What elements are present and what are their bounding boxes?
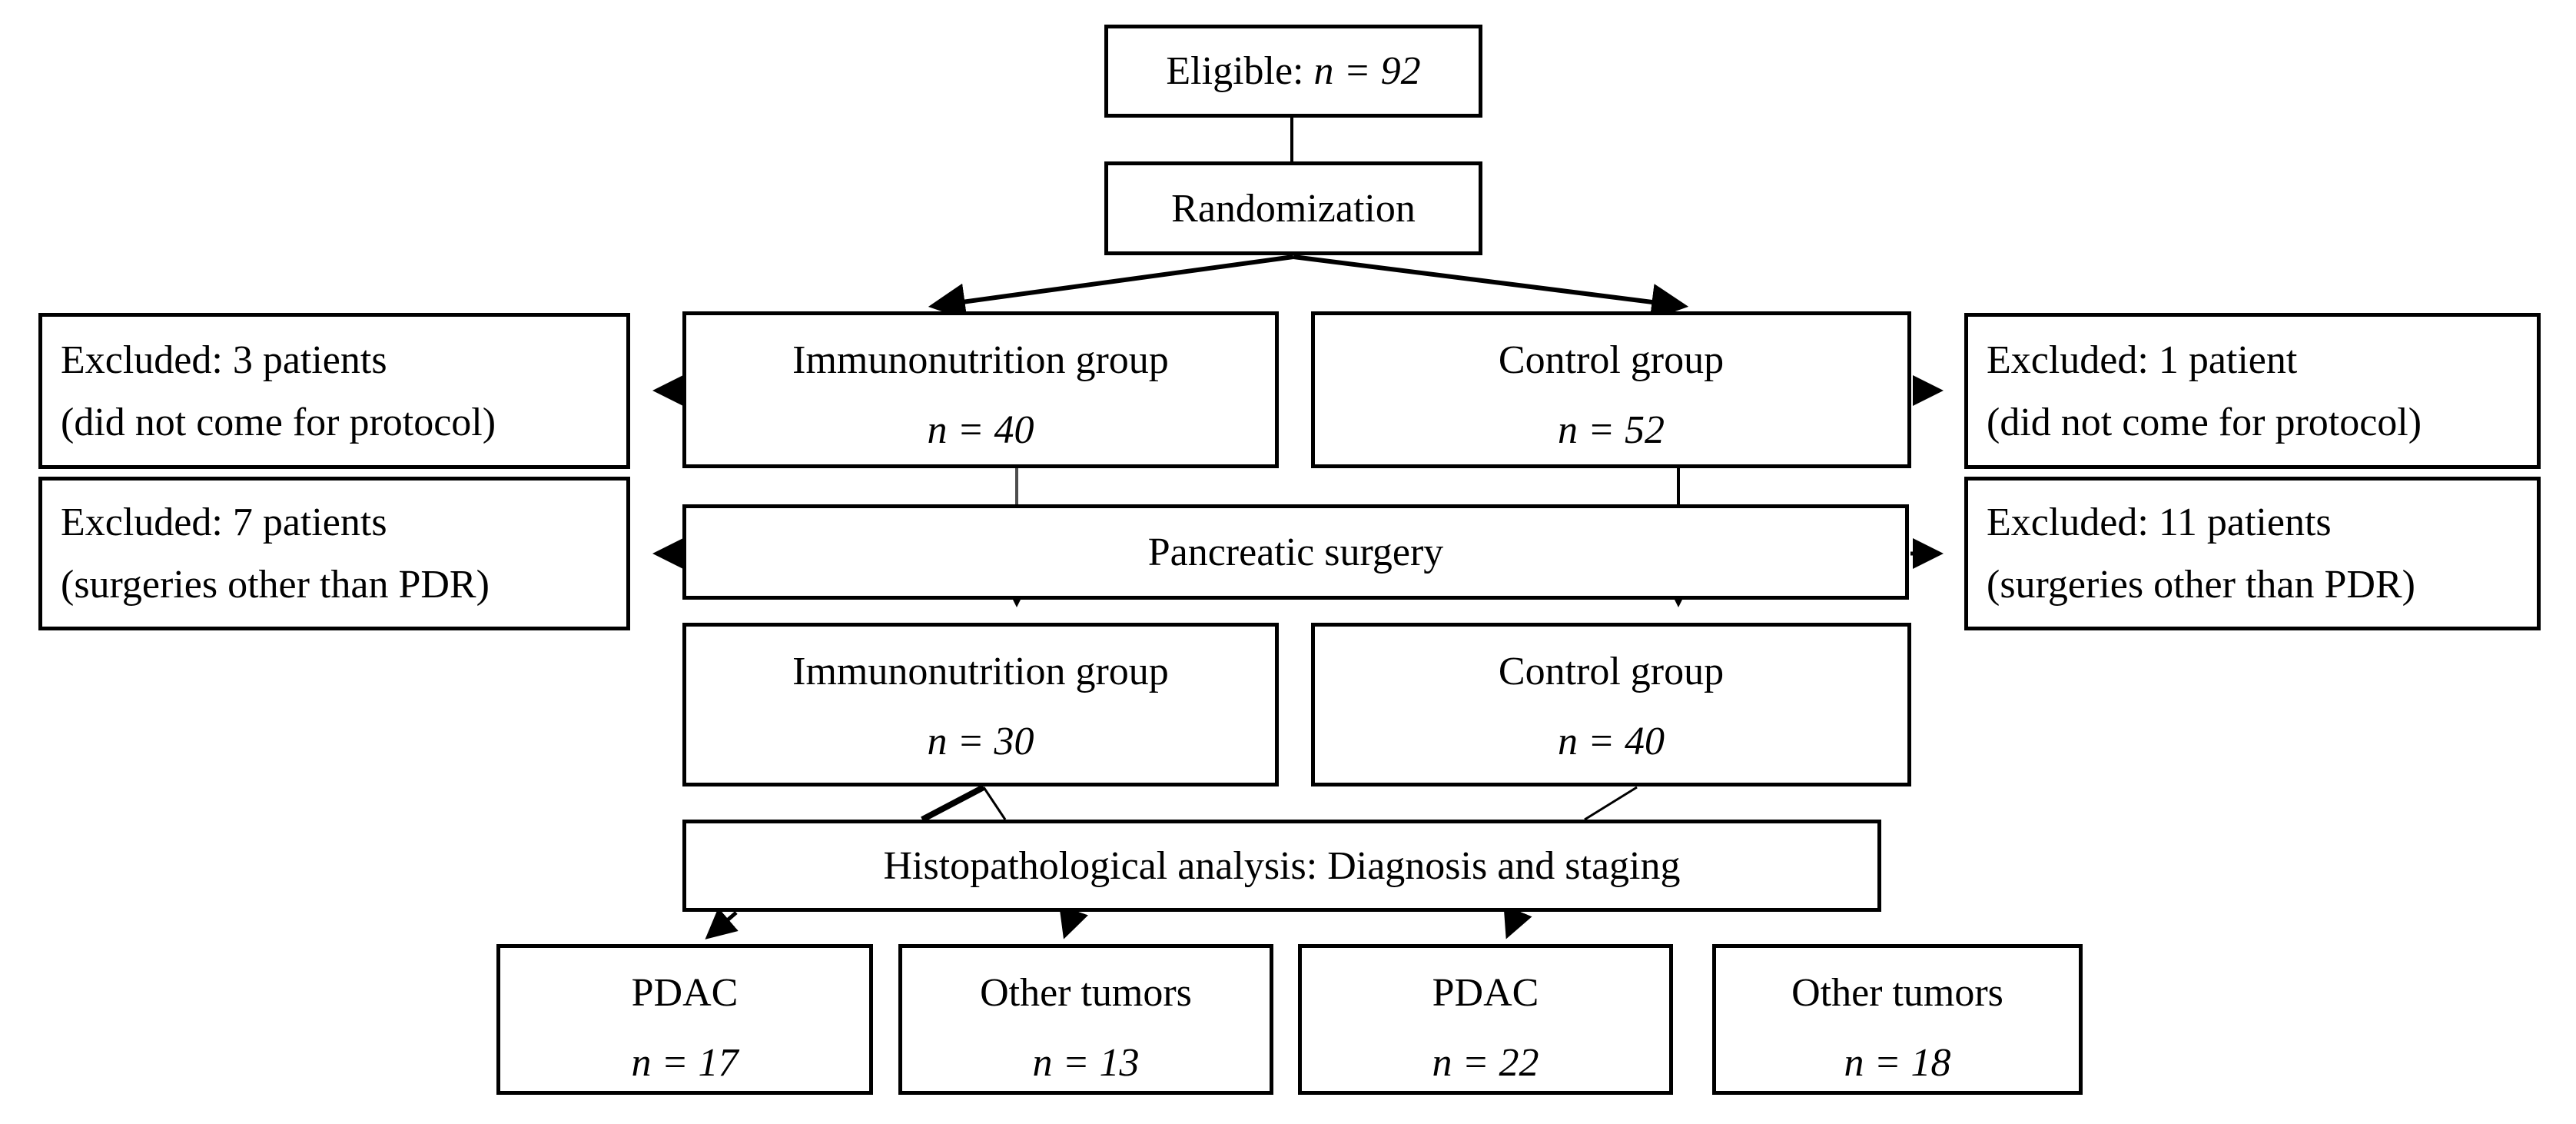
excluded-left-2-line1: Excluded: 7 patients: [61, 500, 387, 544]
immunonutrition-randomized-label: Immunonutrition group: [792, 338, 1169, 382]
box-excluded-left-2: Excluded: 7 patients (surgeries other th…: [38, 477, 630, 630]
box-other-tumors-immunonutrition: Other tumors n = 13: [898, 944, 1273, 1095]
eligible-prefix: Eligible:: [1166, 49, 1314, 93]
excluded-left-1-line2: (did not come for protocol): [61, 400, 496, 444]
box-excluded-right-2: Excluded: 11 patients (surgeries other t…: [1964, 477, 2541, 630]
pdac-control-n-count: n = 22: [1432, 1041, 1539, 1085]
line-control40-to-histopath: [1584, 786, 1638, 821]
randomization-label: Randomization: [1171, 186, 1416, 231]
box-randomization: Randomization: [1104, 161, 1482, 255]
pdac-immunonutrition-label: PDAC: [631, 971, 739, 1015]
other-tumors-immunonutrition-label: Other tumors: [980, 971, 1192, 1015]
excluded-left-2-line2: (surgeries other than PDR): [61, 563, 490, 607]
arrow-histopath-to-pdac22: [1503, 904, 1532, 939]
line-immuno30-to-histopath-right: [982, 786, 1007, 820]
pdac-control-label: PDAC: [1432, 971, 1539, 1015]
pdac-immunonutrition-n-count: n = 17: [631, 1041, 739, 1085]
arrow-histopath-to-pdac17: [705, 907, 739, 939]
box-histopathological-analysis: Histopathological analysis: Diagnosis an…: [682, 820, 1881, 912]
excluded-left-1-line1: Excluded: 3 patients: [61, 338, 387, 382]
excluded-right-1-line1: Excluded: 1 patient: [1987, 338, 2298, 382]
eligible-n-count: n = 92: [1313, 49, 1421, 93]
box-pancreatic-surgery: Pancreatic surgery: [682, 504, 1909, 600]
arrow-histopath-to-other13: [1059, 905, 1088, 939]
box-pdac-control: PDAC n = 22: [1298, 944, 1673, 1095]
excluded-right-1-line2: (did not come for protocol): [1987, 400, 2422, 444]
other-tumors-immunonutrition-n-count: n = 13: [1032, 1041, 1140, 1085]
excluded-right-2-line2: (surgeries other than PDR): [1987, 563, 2415, 607]
histopathological-analysis-label: Histopathological analysis: Diagnosis an…: [883, 843, 1681, 888]
excluded-right-2-line1: Excluded: 11 patients: [1987, 500, 2332, 544]
box-eligible: Eligible: n = 92: [1104, 25, 1482, 118]
box-immunonutrition-group-surgery: Immunonutrition group n = 30: [682, 623, 1279, 786]
box-immunonutrition-group-randomized: Immunonutrition group n = 40: [682, 311, 1279, 468]
box-excluded-right-1: Excluded: 1 patient (did not come for pr…: [1964, 313, 2541, 469]
control-surgery-label: Control group: [1498, 650, 1725, 693]
control-randomized-n-count: n = 52: [1557, 408, 1665, 452]
immunonutrition-randomized-n-count: n = 40: [927, 408, 1034, 452]
immunonutrition-surgery-label: Immunonutrition group: [792, 650, 1169, 693]
eligible-label: Eligible: n = 92: [1166, 46, 1420, 96]
control-randomized-label: Control group: [1498, 338, 1725, 382]
arrow-randomization-to-immunonutrition: [928, 254, 1294, 321]
control-surgery-n-count: n = 40: [1557, 720, 1665, 763]
arrow-randomization-to-control: [1293, 254, 1689, 321]
other-tumors-control-label: Other tumors: [1791, 971, 2003, 1015]
box-control-group-surgery: Control group n = 40: [1311, 623, 1911, 786]
box-control-group-randomized: Control group n = 52: [1311, 311, 1911, 468]
line-immuno30-to-histopath-left: [921, 784, 985, 823]
pancreatic-surgery-label: Pancreatic surgery: [1147, 530, 1444, 574]
immunonutrition-surgery-n-count: n = 30: [927, 720, 1034, 763]
box-excluded-left-1: Excluded: 3 patients (did not come for p…: [38, 313, 630, 469]
box-other-tumors-control: Other tumors n = 18: [1712, 944, 2083, 1095]
other-tumors-control-n-count: n = 18: [1844, 1041, 1951, 1085]
box-pdac-immunonutrition: PDAC n = 17: [496, 944, 873, 1095]
